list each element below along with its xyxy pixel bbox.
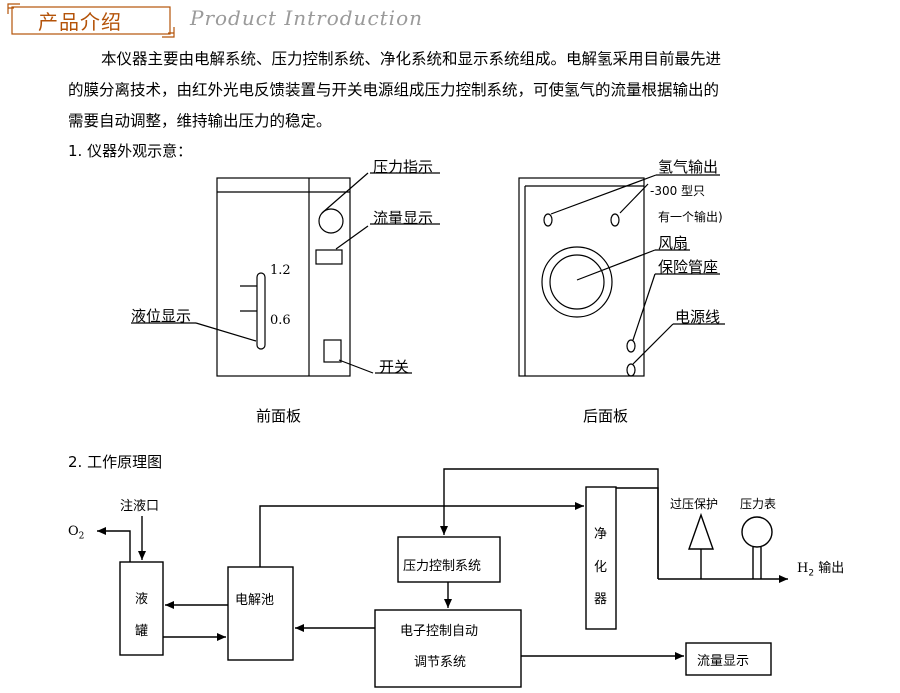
section-2-title: 2. 工作原理图 [68, 453, 163, 471]
intro-paragraph: 本仪器主要由电解系统、压力控制系统、净化系统和显示系统组成。电解氢采用目前最先进… [68, 44, 838, 137]
intro-line-3: 需要自动调整，维持输出压力的稳定。 [68, 112, 332, 130]
label-flow-display: 流量显示 [373, 209, 434, 227]
electronic-control-box [374, 609, 522, 688]
label-pressure-indicator: 压力指示 [373, 158, 434, 176]
label-electrolysis-cell: 电解池 [235, 593, 275, 608]
h2-outlet-left [543, 213, 553, 227]
principle-diagram [97, 468, 788, 688]
label-overpressure: 过压保护 [670, 497, 719, 511]
level-scale-high: 1.2 [270, 263, 291, 278]
pressure-dial [318, 208, 344, 234]
flow-display-box [685, 642, 772, 676]
label-fuse-holder: 保险管座 [658, 258, 719, 276]
label-flow-display-box: 流量显示 [697, 654, 750, 669]
section-1-title: 1. 仪器外观示意： [68, 142, 193, 160]
back-panel-drawing [518, 174, 725, 377]
label-pressure-control: 压力控制系统 [403, 559, 482, 574]
intro-line-1: 本仪器主要由电解系统、压力控制系统、净化系统和显示系统组成。电解氢采用目前最先进 [101, 50, 722, 68]
label-h2-out: H2 输出 [797, 561, 845, 579]
fuse-holder [626, 339, 636, 353]
level-scale-low: 0.6 [270, 313, 291, 328]
label-power-cord: 电源线 [675, 308, 721, 326]
purifier-box [585, 486, 617, 630]
note-line-1: -300 型只 [650, 184, 706, 198]
header-title-cn: 产品介绍 [38, 10, 122, 34]
intro-line-2: 的膜分离技术，由红外光电反馈装置与开关电源组成压力控制系统，可使氢气的流量根据输… [68, 81, 720, 99]
pressure-gauge [741, 516, 773, 548]
label-switch: 开关 [379, 358, 410, 376]
label-electronic-control-1: 电子控制自动 [400, 624, 479, 639]
label-h2-output: 氢气输出 [658, 158, 719, 176]
purifier-char-1: 净 [594, 527, 608, 542]
label-inlet: 注液口 [120, 499, 160, 514]
back-panel-body [518, 177, 645, 377]
label-pressure-gauge: 压力表 [740, 497, 777, 511]
label-o2: O2 [68, 524, 85, 542]
tank-char-2: 罐 [135, 624, 149, 639]
header-title-en: Product Introduction [190, 6, 423, 30]
fan-outer [541, 246, 613, 318]
h2-outlet-right [610, 213, 620, 227]
label-fan: 风扇 [658, 234, 689, 252]
front-panel-body [216, 177, 351, 377]
front-panel-drawing [131, 172, 440, 377]
purifier-char-2: 化 [594, 560, 608, 575]
label-level-display: 液位显示 [131, 307, 192, 325]
fan-inner [549, 254, 605, 310]
level-tube [256, 272, 266, 350]
electrolysis-cell-box [227, 566, 294, 661]
overpressure-valve [688, 512, 714, 550]
power-cord-port [626, 363, 636, 377]
tank-box [119, 561, 164, 656]
note-line-2: 有一个输出) [658, 210, 723, 224]
tank-char-1: 液 [135, 592, 149, 607]
power-switch [323, 339, 342, 363]
purifier-char-3: 器 [594, 592, 608, 607]
caption-back-panel: 后面板 [583, 407, 629, 425]
label-electronic-control-2: 调节系统 [414, 655, 467, 670]
header-frame [7, 3, 175, 38]
pressure-control-box [397, 536, 501, 583]
caption-front-panel: 前面板 [256, 407, 302, 425]
flow-display-window [315, 249, 343, 265]
